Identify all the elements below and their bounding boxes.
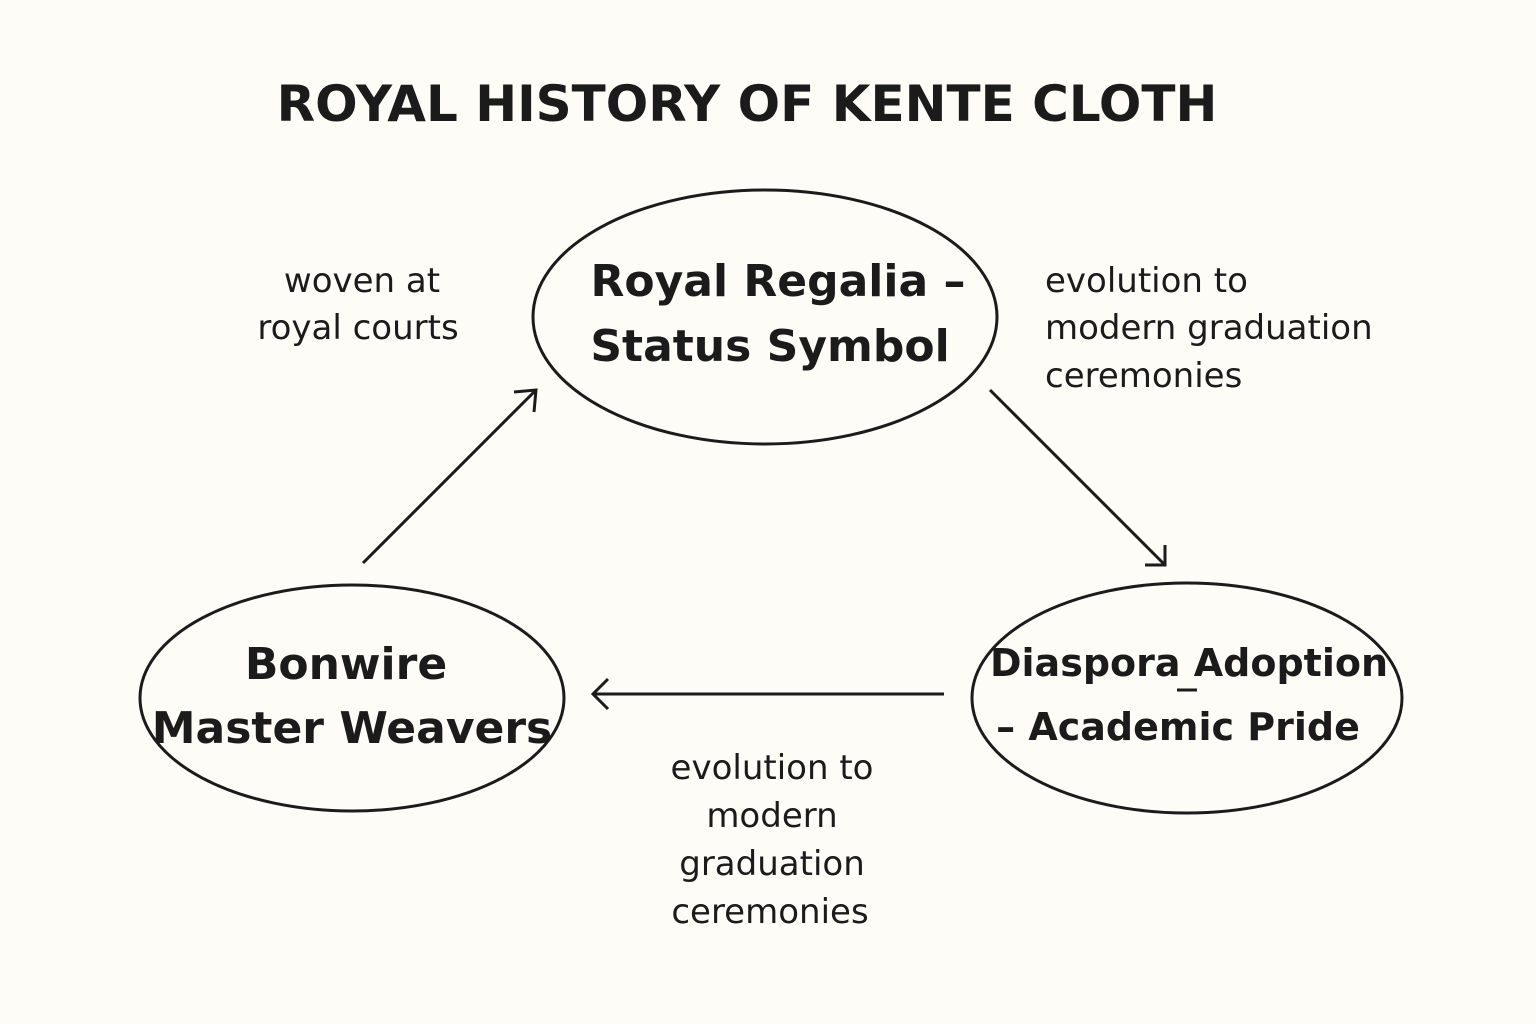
edge-label-line: woven at [284, 261, 440, 301]
node-label-line1: Bonwire [245, 639, 447, 690]
node-ellipse [531, 188, 999, 446]
arrowhead-icon [513, 388, 538, 413]
node-label-line2: Status Symbol [590, 321, 949, 372]
node-diaspora-adoption: Diaspora Adoption – Academic Pride [970, 581, 1404, 815]
edge-label-woven: woven at royal courts [257, 261, 458, 348]
arrow-right-to-left [590, 677, 944, 711]
edge-label-line: graduation [679, 844, 865, 884]
node-label-line2: – Academic Pride [996, 705, 1360, 749]
node-ellipse [970, 581, 1404, 815]
edge-label-evolution-bottom: evolution to modern graduation ceremonie… [671, 748, 874, 932]
node-label-line1: Royal Regalia – [591, 256, 966, 307]
edge-label-line: evolution to [1045, 261, 1248, 301]
edge-label-line: royal courts [257, 308, 458, 348]
arrow-left-to-top [361, 388, 538, 565]
edge-label-line: modern graduation [1045, 308, 1373, 348]
node-ellipse [138, 583, 566, 813]
node-bonwire-weavers: Bonwire Master Weavers [138, 583, 566, 813]
node-royal-regalia: Royal Regalia – Status Symbol [531, 188, 999, 446]
edge-label-line: ceremonies [1045, 356, 1242, 396]
edge-label-line: ceremonies [671, 892, 868, 932]
node-label-line2: Master Weavers [152, 703, 552, 754]
edge-label-evolution-right: evolution to modern graduation ceremonie… [1045, 261, 1373, 396]
arrowhead-icon [590, 677, 610, 711]
edge-label-line: modern [706, 796, 837, 836]
node-label-line1: Diaspora Adoption [990, 641, 1388, 685]
arrow-top-to-right [988, 388, 1167, 567]
arrowhead-icon [1145, 545, 1167, 567]
edge-label-line: evolution to [671, 748, 874, 788]
diagram-title: ROYAL HISTORY OF KENTE CLOTH [277, 75, 1218, 133]
